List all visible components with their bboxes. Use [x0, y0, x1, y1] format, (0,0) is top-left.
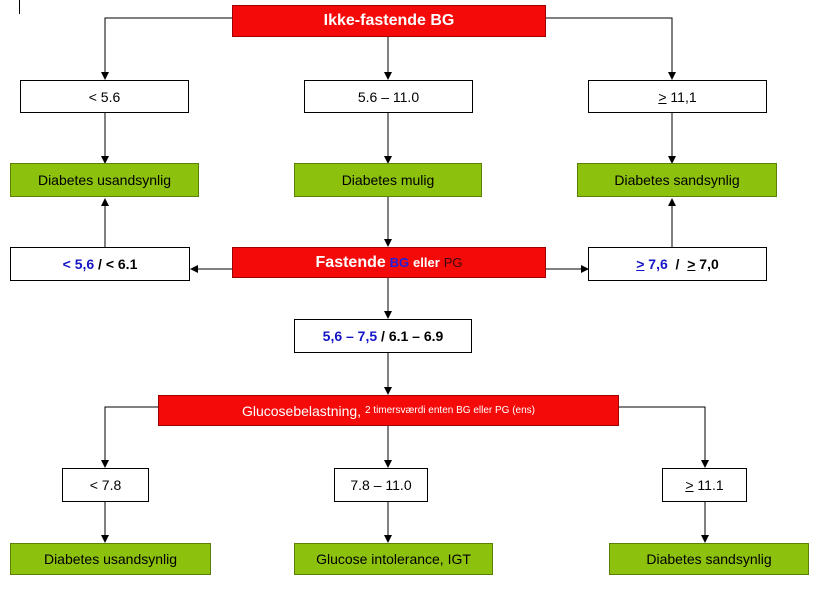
fasting-high-blue: 7,6: [644, 256, 668, 272]
gte-symbol: >: [658, 88, 667, 105]
nonfasting-mid-box: 5.6 – 11.0: [304, 80, 473, 113]
fasting-low-box: < 5,6 / < 6.1: [10, 247, 190, 281]
arrow-top-right: [546, 17, 676, 80]
fasting-low-blue: < 5,6: [62, 256, 95, 272]
ogtt-high-box: > 11.1: [662, 468, 747, 502]
diabetes-unlikely-label-1: Diabetes usandsynlig: [37, 172, 172, 188]
gte-symbol-2: >: [687, 256, 696, 272]
diabetes-unlikely-box-1: Diabetes usandsynlig: [10, 163, 199, 197]
arrow-top-left: [101, 17, 232, 80]
gte-symbol-3: >: [685, 477, 694, 493]
ogtt-low-box: < 7.8: [62, 468, 149, 502]
diabetes-likely-box-2: Diabetes sandsynlig: [609, 543, 809, 575]
glucose-subtitle: 2 timersværdi enten BG eller PG (ens): [364, 405, 536, 416]
diabetes-likely-label-1: Diabetes sandsynlig: [614, 172, 740, 188]
fasting-low-rest: / < 6.1: [94, 256, 138, 272]
fasting-high-rest: 7,0: [695, 256, 719, 272]
diabetes-likely-label-2: Diabetes sandsynlig: [646, 551, 772, 567]
fasting-or: eller: [413, 255, 440, 270]
diabetes-unlikely-label-2: Diabetes usandsynlig: [43, 551, 178, 567]
diabetes-unlikely-box-2: Diabetes usandsynlig: [10, 543, 211, 575]
ikke-fastende-box: Ikke-fastende BG: [232, 5, 546, 37]
fasting-high-box: > 7,6 / > 7,0: [588, 247, 767, 281]
nonfasting-low-label: < 5.6: [88, 88, 121, 105]
nonfasting-high-box: > 11,1: [588, 80, 767, 113]
ogtt-mid-box: 7.8 – 11.0: [334, 468, 428, 502]
ogtt-low-label: < 7.8: [89, 477, 122, 493]
text-cursor: [19, 0, 20, 14]
fasting-mid-rest: / 6.1 – 6.9: [377, 328, 444, 344]
fasting-pg: PG: [443, 255, 463, 270]
nonfasting-low-box: < 5.6: [20, 80, 189, 113]
fasting-mid-blue: 5,6 – 7,5: [322, 328, 378, 344]
igt-box: Glucose intolerance, IGT: [294, 543, 493, 575]
nonfasting-high-label: 11,1: [666, 88, 697, 105]
arrow-glu-left: [101, 406, 158, 468]
diabetes-possible-label: Diabetes mulig: [341, 172, 435, 188]
fasting-title: Fastende: [315, 253, 386, 271]
ogtt-mid-label: 7.8 – 11.0: [350, 477, 412, 493]
fasting-bg: BG: [389, 255, 410, 270]
fasting-high-sep: /: [667, 256, 688, 272]
igt-label: Glucose intolerance, IGT: [316, 551, 471, 567]
arrow-glu-right: [619, 406, 709, 468]
ikke-fastende-title: Ikke-fastende BG: [323, 12, 455, 29]
diabetes-possible-box: Diabetes mulig: [294, 163, 482, 197]
ogtt-high-label: 11.1: [693, 477, 724, 493]
diabetes-likely-box-1: Diabetes sandsynlig: [577, 163, 777, 197]
gte-symbol-blue: >: [636, 256, 645, 272]
glucose-box: Glucosebelastning, 2 timersværdi enten B…: [158, 395, 619, 426]
glucose-title: Glucosebelastning,: [241, 402, 362, 419]
fasting-box: Fastende BG eller PG: [232, 247, 546, 278]
fasting-mid-box: 5,6 – 7,5 / 6.1 – 6.9: [294, 319, 472, 353]
nonfasting-mid-label: 5.6 – 11.0: [357, 88, 420, 105]
